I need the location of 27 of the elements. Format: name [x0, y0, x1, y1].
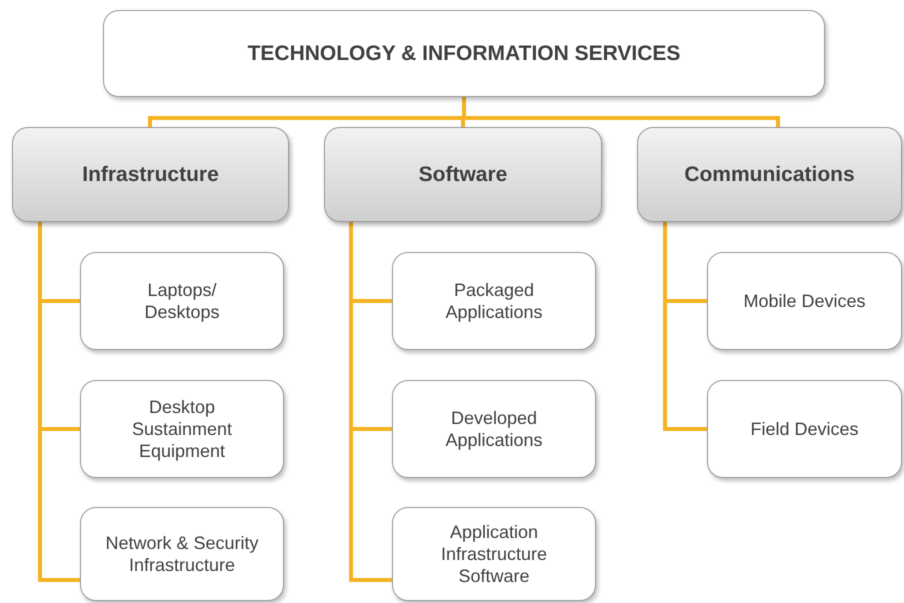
connector-line	[38, 222, 80, 582]
item-box	[80, 380, 284, 478]
item-box	[80, 507, 284, 601]
node-label: TECHNOLOGY & INFORMATION SERVICES	[248, 40, 680, 67]
item-box	[80, 252, 284, 350]
node-label: Packaged Applications	[444, 279, 544, 323]
item-box	[707, 380, 902, 478]
connector-line	[349, 222, 392, 582]
node-label: Application Infrastructure Software	[440, 521, 548, 587]
node-label: Mobile Devices	[743, 290, 866, 312]
node-label: Network & Security Infrastructure	[104, 532, 260, 576]
category-box	[12, 127, 289, 222]
connector-line	[462, 97, 780, 127]
item-box	[707, 252, 902, 350]
node-label: Laptops/ Desktops	[143, 279, 221, 323]
category-box	[324, 127, 602, 222]
title-box	[103, 10, 825, 97]
node-label: Desktop Sustainment Equipment	[130, 396, 234, 462]
category-box	[637, 127, 902, 222]
node-label: Communications	[684, 162, 855, 188]
node-label: Developed Applications	[444, 407, 544, 451]
item-box	[392, 507, 596, 601]
node-label: Infrastructure	[82, 162, 219, 188]
item-box	[392, 252, 596, 350]
item-box	[392, 380, 596, 478]
node-label: Software	[418, 162, 508, 188]
node-label: Field Devices	[750, 418, 859, 440]
